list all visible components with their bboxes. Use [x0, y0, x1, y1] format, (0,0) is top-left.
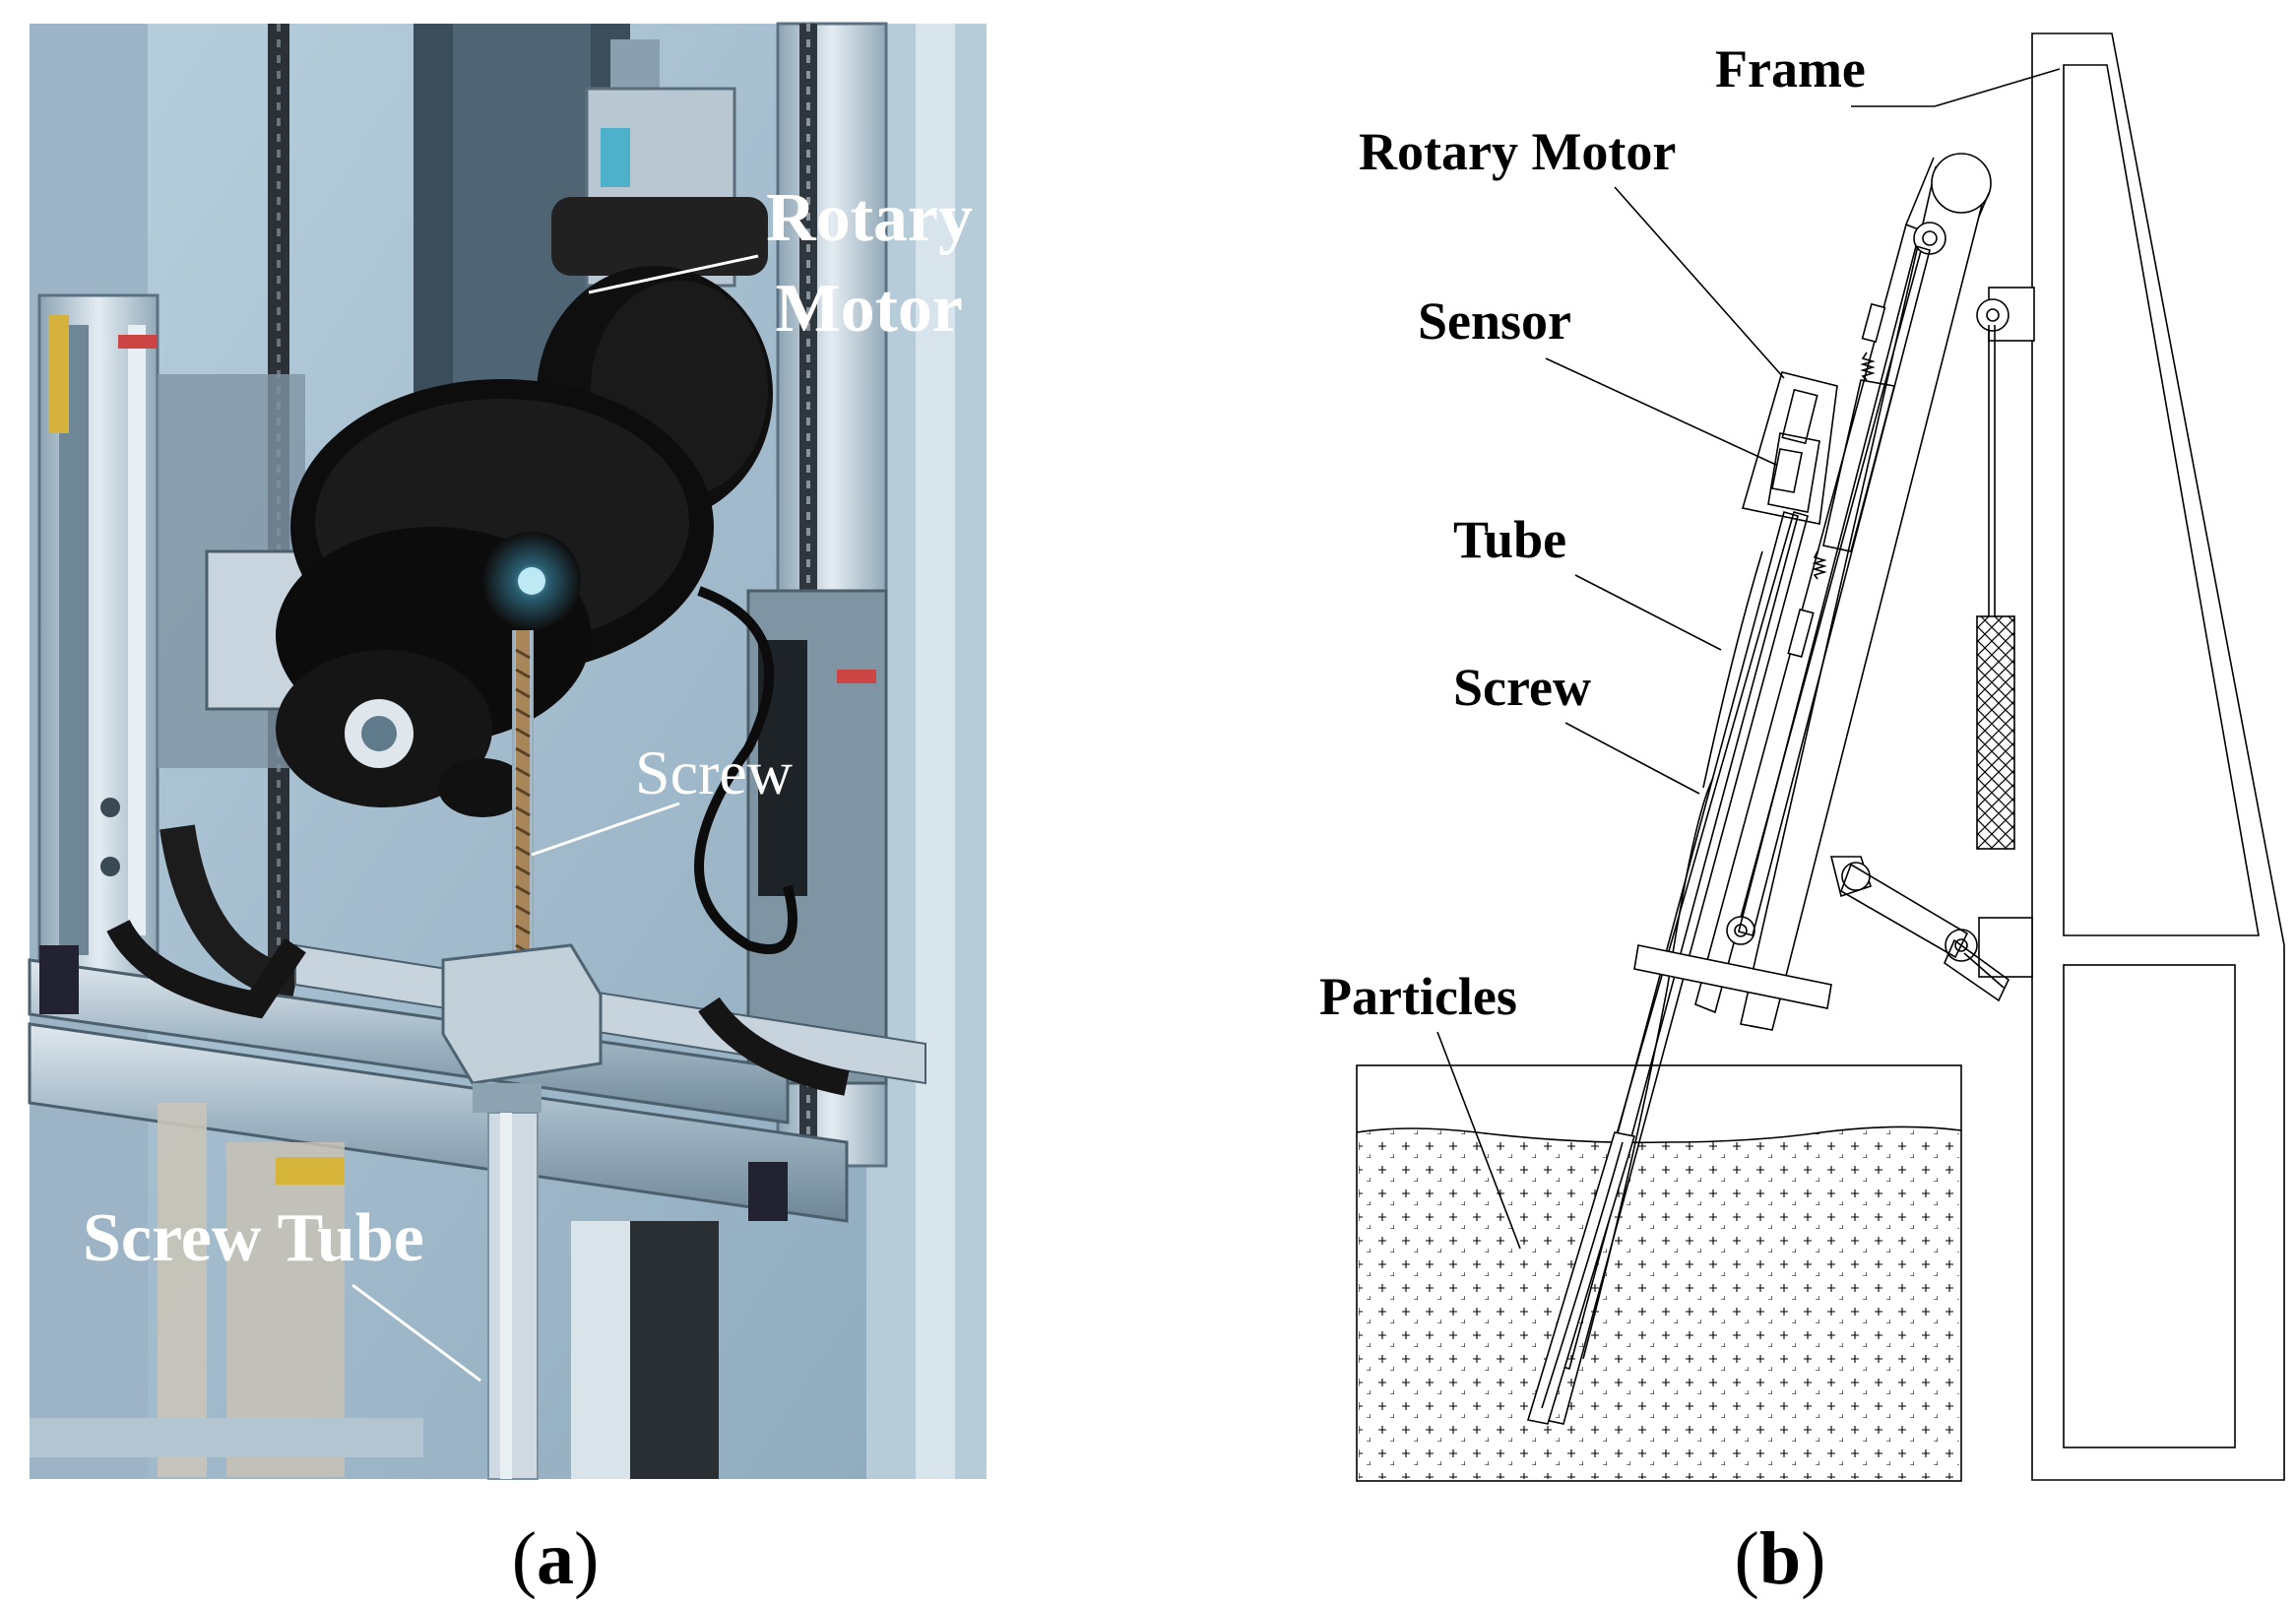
- rotary-motor-leader-b: [1614, 186, 1785, 379]
- label-particles: Particles: [1319, 967, 1517, 1026]
- label-rotary-line2: Motor: [776, 271, 963, 347]
- sensor-box: [1741, 371, 1838, 525]
- sensor-leader: [1545, 357, 1777, 466]
- tube-tip: [1526, 1131, 1636, 1425]
- frame-hinges: [1945, 287, 2035, 978]
- label-sensor: Sensor: [1418, 291, 1571, 351]
- horizontal-frame: [28, 919, 926, 1223]
- left-rail: [37, 293, 159, 987]
- panel-b-drawing: Frame Rotary Motor Sensor Tube Screw Par…: [1319, 32, 2285, 1482]
- label-screw-a: Screw: [635, 738, 793, 807]
- rotary-motor-leader: [588, 254, 759, 294]
- label-rotary-motor: Rotary Motor: [1359, 122, 1676, 181]
- particles-container: [1356, 1064, 1962, 1482]
- screw-leader-a: [531, 802, 680, 857]
- tilted-assembly: [1694, 153, 1992, 1031]
- panel-a-photo: Rotary Motor Screw Screw Tube: [28, 22, 987, 1480]
- screw-tip: [1541, 1141, 1624, 1409]
- lower-linkage: [1829, 856, 2010, 1002]
- motor-housing: [551, 87, 768, 288]
- caption-a: (a): [512, 1517, 600, 1600]
- label-rotary-line1: Rotary: [766, 180, 973, 256]
- lower-details: [30, 1103, 719, 1479]
- cable: [694, 586, 797, 954]
- photo-screw: [512, 630, 534, 965]
- label-screw-tube: Screw Tube: [83, 1200, 424, 1276]
- label-screw-b: Screw: [1453, 658, 1591, 717]
- screw-tube-leader: [351, 1283, 481, 1382]
- left-chain: [158, 24, 317, 1002]
- screw-leader-b: [1564, 722, 1700, 795]
- clamp-plate: [1633, 944, 1832, 1009]
- screw-tube: [441, 943, 603, 1480]
- caption-b: (b): [1735, 1517, 1826, 1600]
- tube-leader: [1574, 574, 1722, 651]
- frame: [1851, 32, 2285, 1481]
- label-frame: Frame: [1715, 39, 1866, 98]
- counterweight-rod: [1976, 325, 2015, 850]
- particles-leader: [1436, 1031, 1521, 1250]
- label-tube: Tube: [1453, 510, 1566, 569]
